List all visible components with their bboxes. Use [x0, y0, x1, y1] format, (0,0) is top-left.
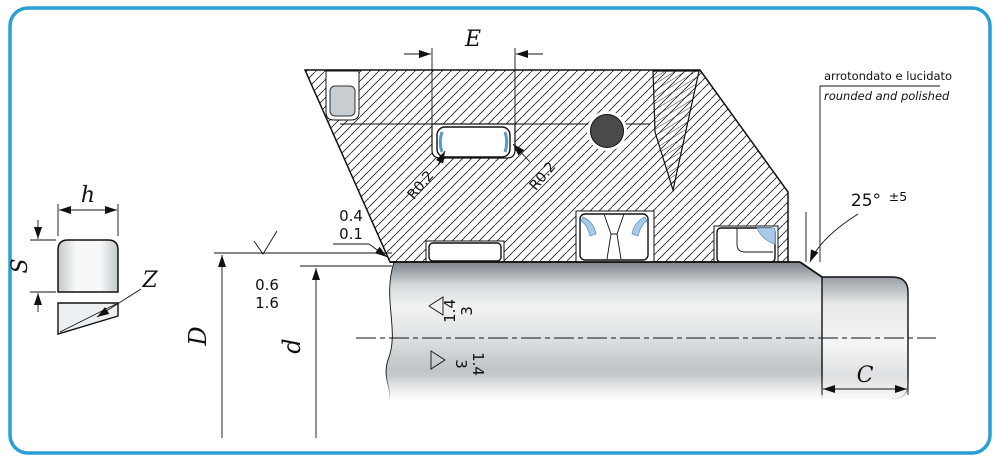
rod-body — [386, 262, 822, 399]
rod-seal-1 — [579, 213, 649, 261]
static-seal — [436, 126, 511, 158]
angle-arc-leader — [809, 213, 859, 263]
rod-seal-1-lip-left — [606, 233, 612, 260]
d-inner-label: d — [278, 338, 306, 353]
bore-roughness-bottom: 1.6 — [255, 294, 279, 312]
housing-section — [303, 69, 800, 263]
edge-break-top: 0.4 — [339, 207, 363, 225]
rod-roughness-upper-1: 1.4 — [441, 299, 459, 323]
rod-seal-1-lip-right — [616, 233, 622, 260]
note-italian: arrotondato e lucidato — [824, 69, 952, 83]
screw-plug — [329, 85, 356, 117]
chamfer-angle-tolerance: ±5 — [889, 189, 907, 204]
h-label: h — [81, 183, 95, 208]
z-leader — [96, 288, 142, 318]
bearing-strip — [428, 242, 502, 262]
r-left-leader — [436, 150, 446, 166]
rod-seal-2-accent — [756, 227, 776, 245]
c-label: C — [857, 363, 874, 388]
static-seal-accent-left — [438, 131, 444, 153]
backup-wedge — [652, 70, 700, 193]
rod-section — [385, 261, 909, 400]
e-dimension-label: E — [464, 27, 481, 52]
bore-roughness-top: 0.6 — [255, 276, 279, 294]
rod-chamfer-line — [799, 261, 823, 278]
rod-roughness-lower-2: 1.4 — [469, 352, 487, 376]
seal-profile — [57, 239, 119, 293]
s-label: S — [8, 258, 33, 273]
seal-cross-section-detail: h S Z — [8, 183, 158, 335]
d-outer-label: D — [184, 326, 212, 346]
rod-seal-2-profile — [736, 228, 773, 253]
rod-roughness-lower-1: 3 — [452, 359, 470, 369]
o-ring — [590, 114, 624, 148]
note-english: rounded and polished — [824, 89, 950, 103]
rod-seal-1-accent-right — [631, 216, 648, 237]
edge-break-bottom: 0.1 — [339, 225, 363, 243]
z-label: Z — [141, 268, 158, 293]
rod-roughness-lower-symbol — [430, 350, 446, 370]
annotations: E R0.2 R0.2 0.4 0.1 0.6 1.6 D d 1.4 3 3 … — [184, 27, 952, 438]
view-fade — [370, 374, 930, 406]
rod-seal-1-accent-left — [580, 216, 597, 237]
r-right-leader — [512, 143, 531, 163]
rod-roughness-upper-2: 3 — [458, 306, 476, 316]
chamfer-angle-label: 25° — [851, 191, 881, 211]
bore-roughness-symbol — [253, 230, 278, 255]
static-seal-accent-right — [503, 131, 509, 153]
rod-roughness-upper-symbol — [428, 296, 444, 316]
rod-seal-1-lip-notch — [603, 213, 625, 235]
edge-break-leader — [368, 243, 388, 258]
